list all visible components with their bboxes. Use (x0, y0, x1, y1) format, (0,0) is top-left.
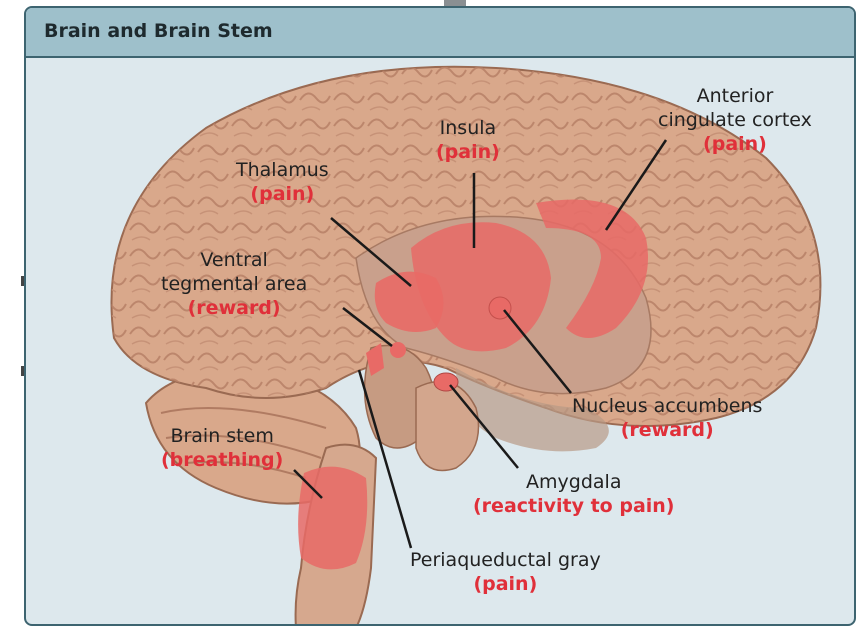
brainstem-label: Brain stem (breathing) (161, 424, 283, 472)
nac-label: Nucleus accumbens (reward) (572, 394, 762, 442)
acc-name-line1: Anterior (658, 84, 812, 108)
vta-name-line2: tegmental area (161, 272, 307, 296)
acc-label: Anterior cingulate cortex (pain) (658, 84, 812, 156)
pag-function: (pain) (410, 572, 601, 596)
nac-function: (reward) (572, 418, 762, 442)
insula-function: (pain) (436, 140, 500, 164)
acc-name-line2: cingulate cortex (658, 108, 812, 132)
brainstem-name: Brain stem (170, 425, 273, 447)
amygdala-function: (reactivity to pain) (473, 494, 675, 518)
insula-label: Insula (pain) (436, 116, 500, 164)
nac-name: Nucleus accumbens (572, 395, 762, 417)
pag-label: Periaqueductal gray (pain) (410, 548, 601, 596)
brainstem-highlight (298, 467, 367, 570)
amygdala-name: Amygdala (526, 471, 621, 493)
acc-function: (pain) (658, 132, 812, 156)
vta-name-line1: Ventral (161, 248, 307, 272)
thalamus-function: (pain) (236, 182, 329, 206)
vta-label: Ventral tegmental area (reward) (161, 248, 307, 320)
amygdala-region (434, 373, 458, 391)
vta-function: (reward) (161, 296, 307, 320)
figure-panel: Brain and Brain Stem (24, 6, 856, 626)
vta-region (390, 342, 406, 358)
thalamus-name: Thalamus (236, 159, 329, 181)
insula-name: Insula (440, 117, 497, 139)
thalamus-label: Thalamus (pain) (236, 158, 329, 206)
amygdala-label: Amygdala (reactivity to pain) (473, 470, 675, 518)
pag-name: Periaqueductal gray (410, 549, 601, 571)
brainstem-function: (breathing) (161, 448, 283, 472)
